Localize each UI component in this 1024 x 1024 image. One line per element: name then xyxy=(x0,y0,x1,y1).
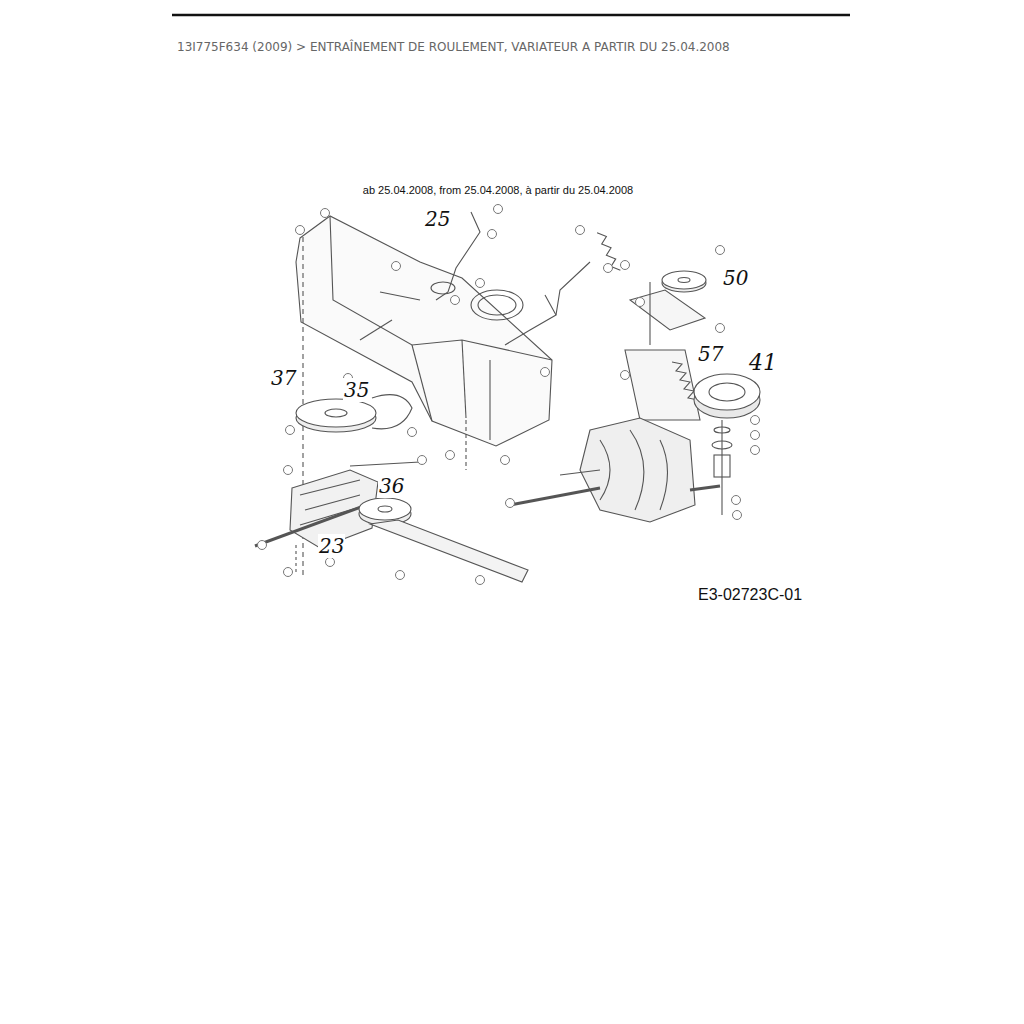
callout-number: 50 xyxy=(722,266,749,290)
exploded-view xyxy=(255,212,760,582)
callout-number: 36 xyxy=(378,474,405,498)
header-text: 13I775F634 (2009) > ENTRAÎNEMENT DE ROUL… xyxy=(176,40,731,54)
callout-circles xyxy=(258,205,760,585)
callout-number: 35 xyxy=(343,378,370,402)
drawing-code: E3-02723C-01 xyxy=(697,586,803,603)
callout-number: 41 xyxy=(748,350,778,375)
drawing-code: E3-02723C-01 xyxy=(697,586,803,604)
validity-note: ab 25.04.2008, from 25.04.2008, à partir… xyxy=(362,184,634,196)
callout-number: 41 xyxy=(748,350,778,375)
validity-note: ab 25.04.2008, from 25.04.2008, à partir… xyxy=(362,184,634,196)
callout-number: 57 xyxy=(697,342,724,366)
callout-number: 25 xyxy=(424,207,451,231)
header-rule xyxy=(172,14,850,17)
header-text: 13I775F634 (2009) > ENTRAÎNEMENT DE ROUL… xyxy=(176,40,731,54)
callout-number: 37 xyxy=(270,366,297,390)
callout-number: 23 xyxy=(318,534,345,558)
callout-number: 35 xyxy=(343,378,370,402)
callout-number: 50 xyxy=(722,266,749,290)
callout-number: 23 xyxy=(318,534,345,558)
callout-number: 25 xyxy=(424,207,451,231)
callout-number: 37 xyxy=(270,366,297,390)
callout-number: 57 xyxy=(697,342,724,366)
callout-number: 36 xyxy=(378,474,405,498)
